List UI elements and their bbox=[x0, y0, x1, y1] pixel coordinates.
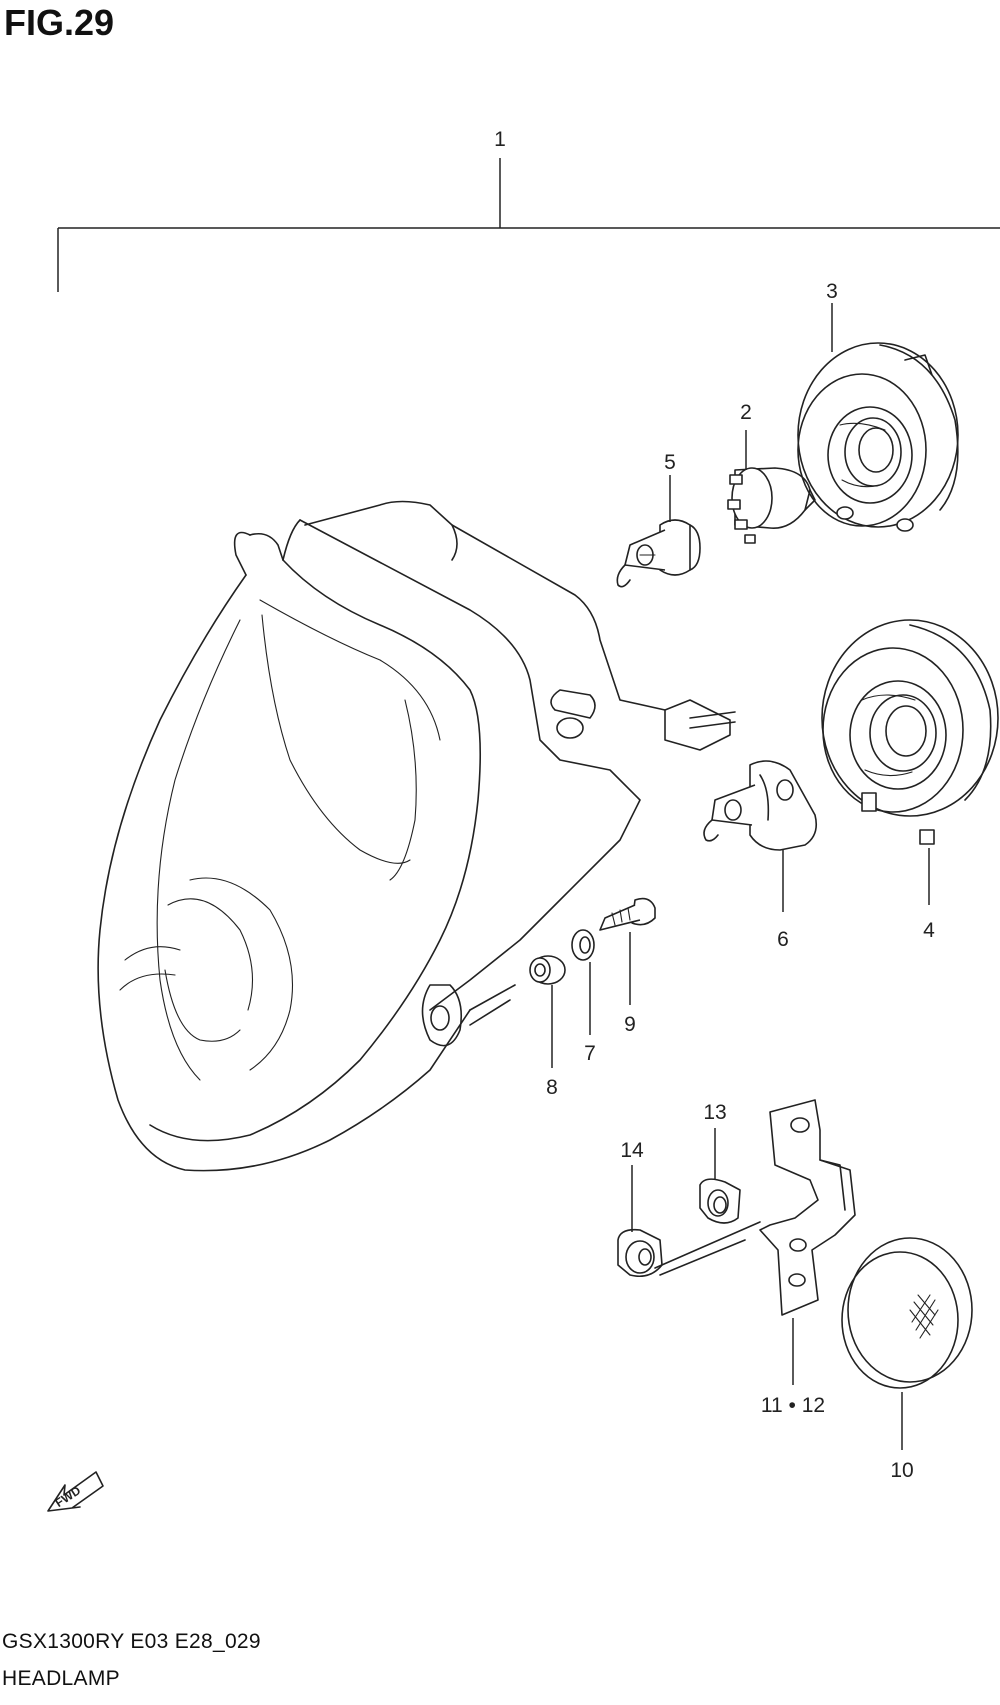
leader-lines bbox=[551, 303, 930, 1450]
callout-4: 4 bbox=[923, 919, 935, 942]
grommet-part-8 bbox=[529, 955, 566, 985]
washer-part-7 bbox=[571, 929, 595, 961]
figure-title: FIG.29 bbox=[4, 2, 115, 43]
callout-8: 8 bbox=[546, 1076, 558, 1099]
fwd-arrow-icon: FWD bbox=[47, 1471, 104, 1512]
callout-5: 5 bbox=[664, 451, 676, 474]
flange-nut-part-14 bbox=[617, 1221, 761, 1278]
lower-lamp-holder-part-4 bbox=[821, 619, 999, 845]
callout-10: 10 bbox=[890, 1459, 913, 1482]
spacer-part-13 bbox=[699, 1178, 741, 1224]
callout-labels: 1 2 3 4 5 6 7 8 9 10 11 • 12 13 14 bbox=[494, 128, 935, 1482]
screw-part-9 bbox=[599, 897, 656, 931]
bulb-socket-part-2 bbox=[727, 467, 816, 544]
callout-3: 3 bbox=[826, 280, 838, 303]
cover-cap-part-10 bbox=[841, 1237, 973, 1389]
upper-bulb-part-5 bbox=[616, 519, 701, 588]
callout-7: 7 bbox=[584, 1042, 596, 1065]
callout-11-12: 11 • 12 bbox=[761, 1394, 825, 1417]
callout-6: 6 bbox=[777, 928, 789, 951]
callout-14: 14 bbox=[620, 1139, 644, 1162]
callout-9: 9 bbox=[624, 1013, 636, 1036]
callout-13: 13 bbox=[703, 1101, 726, 1124]
bracket-part-11-12 bbox=[759, 1099, 856, 1316]
upper-lamp-holder-part-3 bbox=[797, 342, 959, 532]
model-code: GSX1300RY E03 E28_029 bbox=[2, 1630, 261, 1653]
callout-2: 2 bbox=[740, 401, 752, 424]
headlamp-housing bbox=[97, 500, 736, 1172]
callout-1: 1 bbox=[494, 128, 506, 151]
assembly-bracket bbox=[57, 158, 1000, 292]
section-name: HEADLAMP bbox=[2, 1667, 120, 1690]
lower-bulb-part-6 bbox=[703, 760, 818, 851]
